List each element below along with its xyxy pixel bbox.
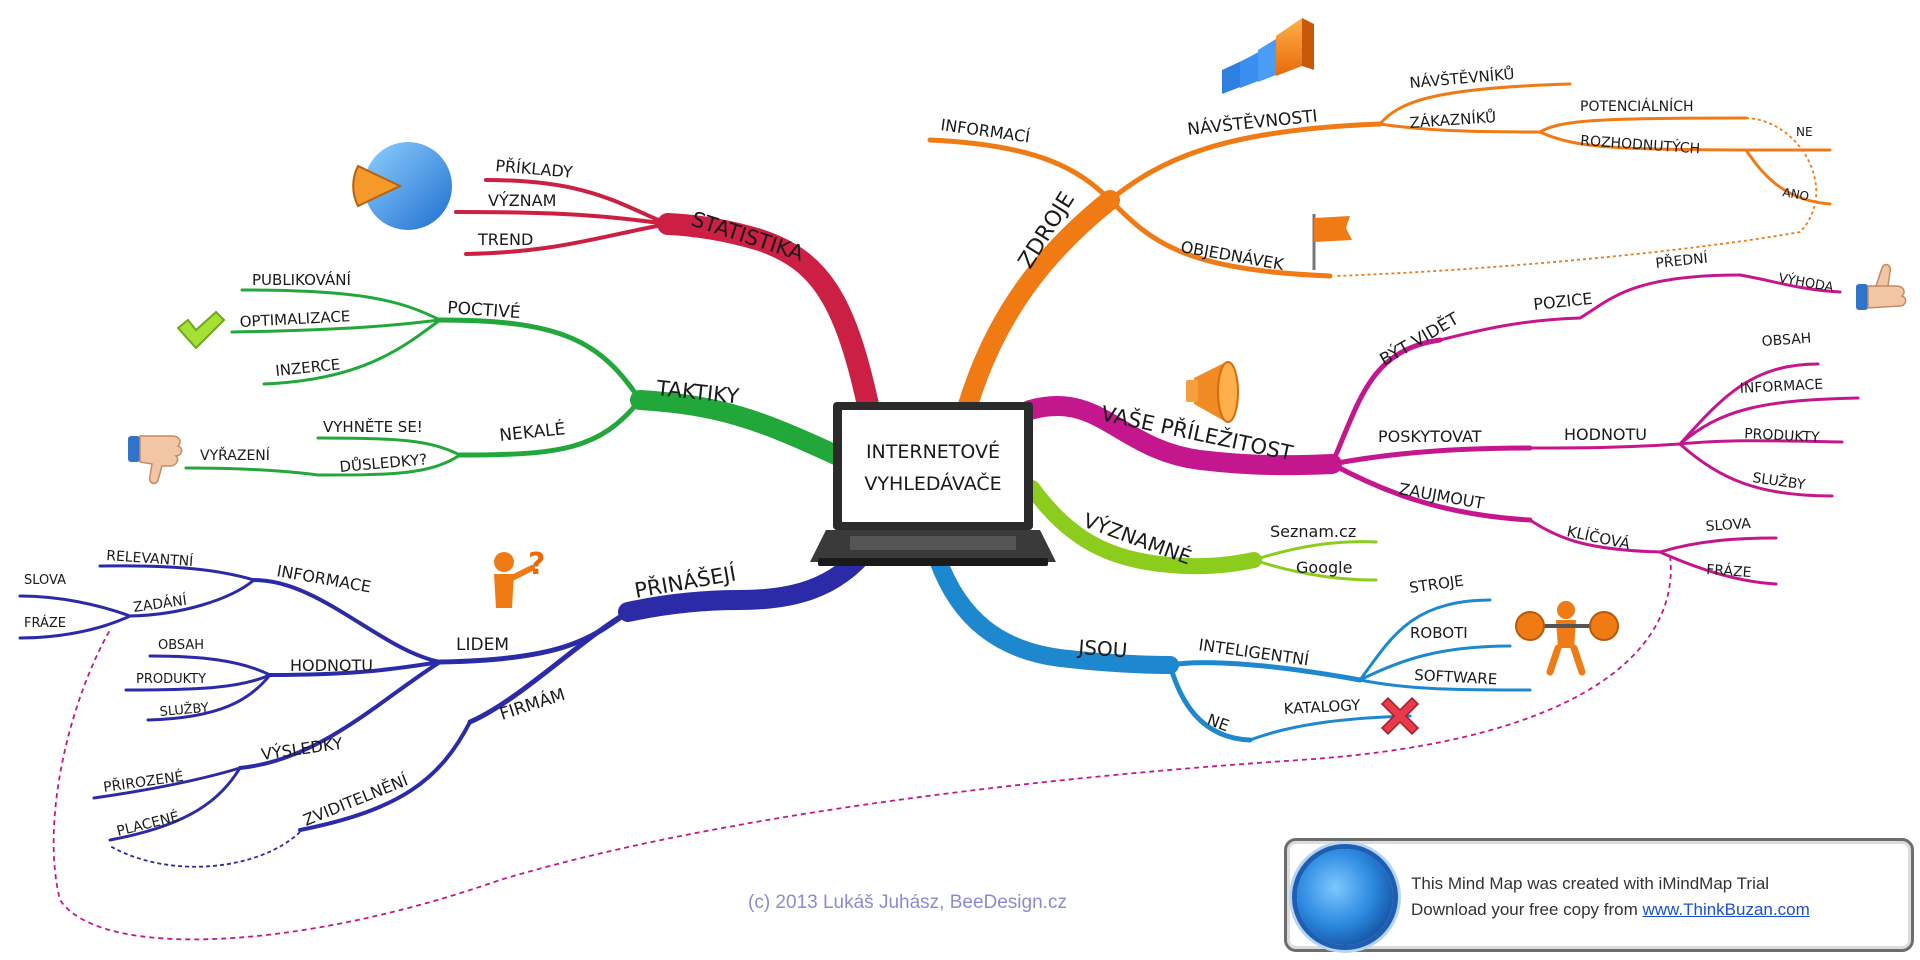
- imindmap-trial-banner: This Mind Map was created with iMindMap …: [1284, 838, 1914, 952]
- thumbs-down-icon: [128, 435, 183, 485]
- label-seznam: Seznam.cz: [1270, 522, 1356, 541]
- checkmark-icon: [176, 310, 226, 350]
- label-fraze-right: FRÁZE: [1706, 561, 1752, 581]
- trial-line1: This Mind Map was created with iMindMap …: [1411, 874, 1770, 893]
- label-potencialnich: POTENCIÁLNÍCH: [1580, 98, 1694, 115]
- thinkbuzan-link[interactable]: www.ThinkBuzan.com: [1642, 900, 1810, 919]
- label-placene: PLACENÉ: [115, 808, 181, 840]
- label-firmam: FIRMÁM: [497, 683, 568, 725]
- label-roboti: ROBOTI: [1410, 624, 1468, 642]
- copyright-credit: (c) 2013 Lukáš Juhász, BeeDesign.cz: [748, 892, 1067, 913]
- label-ne-orange: NE: [1796, 125, 1813, 139]
- label-nekale: NEKALÉ: [498, 417, 566, 446]
- label-poskytovat: POSKYTOVAT: [1378, 427, 1482, 446]
- label-informace-lidem: INFORMACE: [275, 561, 372, 596]
- question-figure-icon: ?: [494, 547, 545, 608]
- main-branches: [618, 190, 1342, 674]
- imindmap-logo-icon: [1297, 849, 1393, 945]
- label-produkty-left: PRODUKTY: [136, 672, 206, 687]
- label-pozice: POZICE: [1532, 289, 1593, 314]
- label-obsah-right: OBSAH: [1761, 331, 1812, 350]
- label-vyhoda: VÝHODA: [1777, 270, 1835, 295]
- label-publikovani: PUBLIKOVÁNÍ: [252, 270, 351, 289]
- label-optimalizace: OPTIMALIZACE: [239, 307, 350, 331]
- megaphone-icon: [1186, 361, 1239, 423]
- center-title-line2: VYHLEDÁVAČE: [864, 471, 1001, 495]
- red-x-icon: [1380, 696, 1420, 736]
- label-predni: PŘEDNÍ: [1655, 250, 1709, 272]
- label-informace-right: INFORMACE: [1739, 377, 1823, 397]
- bar-chart-icon: [1222, 18, 1314, 94]
- label-rozhodnutych: ROZHODNUTÝCH: [1580, 132, 1701, 157]
- thumbs-up-icon: [1856, 263, 1907, 310]
- svg-text:?: ?: [528, 547, 545, 582]
- label-hodnotu-lidem: HODNOTU: [290, 656, 373, 675]
- label-hodnotu-right: HODNOTU: [1564, 425, 1647, 444]
- label-priklady: PŘÍKLADY: [495, 156, 574, 182]
- trial-line2-prefix: Download your free copy from: [1411, 900, 1643, 919]
- label-slova-left: SLOVA: [24, 573, 66, 588]
- label-slova-right: SLOVA: [1705, 516, 1752, 535]
- label-lidem: LIDEM: [456, 635, 509, 655]
- weightlifter-icon: [1515, 601, 1619, 676]
- label-vyrazeni: VYŘAZENÍ: [200, 447, 270, 464]
- sub-branches: [18, 82, 1860, 842]
- label-fraze-left: FRÁZE: [24, 615, 66, 631]
- center-laptop: INTERNETOVÉ VYHLEDÁVAČE: [810, 402, 1056, 566]
- trial-line2: Download your free copy from www.ThinkBu…: [1411, 897, 1810, 923]
- label-klicova: KLÍČOVÁ: [1565, 521, 1632, 553]
- pie-chart-icon: [352, 142, 452, 230]
- label-jsou: JSOU: [1076, 635, 1129, 662]
- label-zadani: ZADÁNÍ: [132, 592, 188, 616]
- label-ne-blue: NE: [1205, 710, 1232, 735]
- trial-text: This Mind Map was created with iMindMap …: [1411, 871, 1810, 923]
- label-stroje: STROJE: [1408, 572, 1465, 597]
- label-sluzby-left: SLUŽBY: [159, 700, 209, 720]
- label-relevantni: RELEVANTNÍ: [106, 547, 194, 570]
- label-zakazniku: ZÁKAZNÍKŮ: [1409, 107, 1497, 132]
- dashed-connectors: [52, 117, 1818, 941]
- label-trend: TREND: [477, 230, 533, 249]
- label-ano: ANO: [1781, 185, 1810, 203]
- center-title-line1: INTERNETOVÉ: [866, 440, 1000, 463]
- label-vysledky: VÝSLEDKY: [260, 734, 344, 764]
- label-vyhnete: VYHNĚTE SE!: [323, 417, 423, 436]
- label-vyznam: VÝZNAM: [488, 191, 556, 210]
- label-obsah-left: OBSAH: [158, 638, 204, 653]
- label-prirozene: PŘIROZENÉ: [102, 768, 184, 796]
- label-google: Google: [1296, 558, 1352, 577]
- label-katalogy: KATALOGY: [1283, 696, 1361, 718]
- label-software: SOFTWARE: [1414, 666, 1498, 688]
- flag-icon: [1312, 214, 1352, 270]
- label-produkty-right: PRODUKTY: [1744, 426, 1821, 446]
